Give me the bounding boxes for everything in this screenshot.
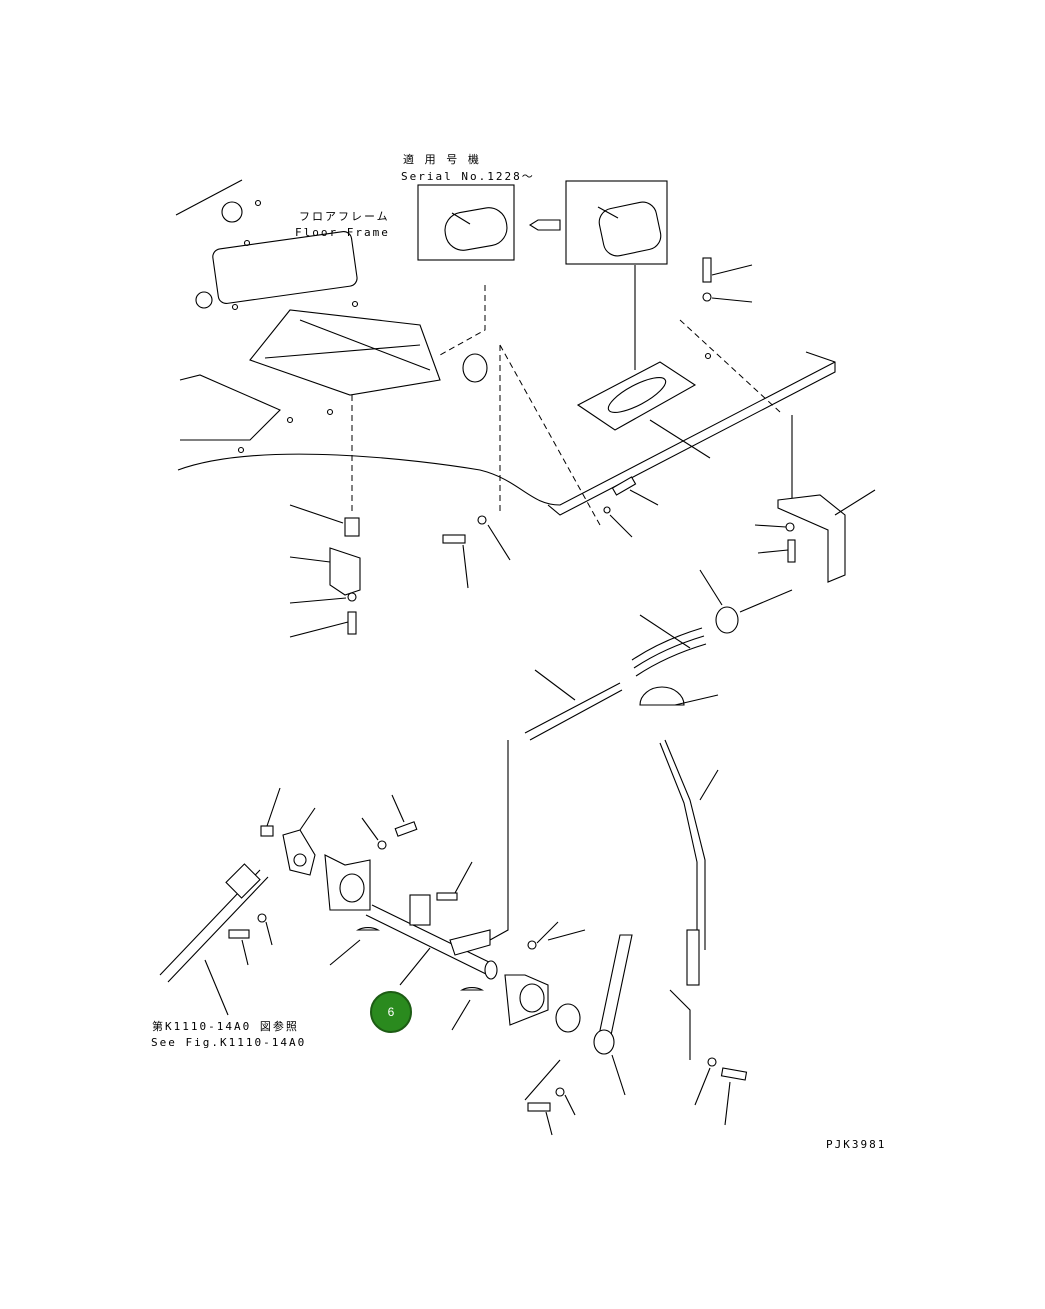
- reference-jp-label: 第K1110-14A0 図参照: [152, 1020, 299, 1033]
- floor-frame-en-label: Floor Frame: [295, 226, 390, 239]
- spring-assembly: [524, 569, 793, 1060]
- assembly-lines: [351, 265, 793, 526]
- drawing-code: PJK3981: [826, 1138, 887, 1151]
- serial-number-label: Serial No.1228～: [401, 170, 535, 183]
- floor-frame-jp-label: フロアフレーム: [299, 210, 390, 223]
- reference-en-label: See Fig.K1110-14A0: [151, 1036, 307, 1049]
- lever: [524, 934, 633, 1101]
- applicable-machines-label: 適 用 号 機: [403, 153, 481, 166]
- serial-inset: [417, 180, 668, 265]
- gasket-plate: [576, 361, 711, 459]
- fasteners: [228, 257, 753, 1136]
- part-callout-6[interactable]: 6: [370, 991, 412, 1033]
- link-rod: [159, 787, 316, 1016]
- shaft-assembly: [324, 740, 581, 1033]
- bracket-right: [754, 489, 876, 583]
- floor-frame: [175, 179, 836, 516]
